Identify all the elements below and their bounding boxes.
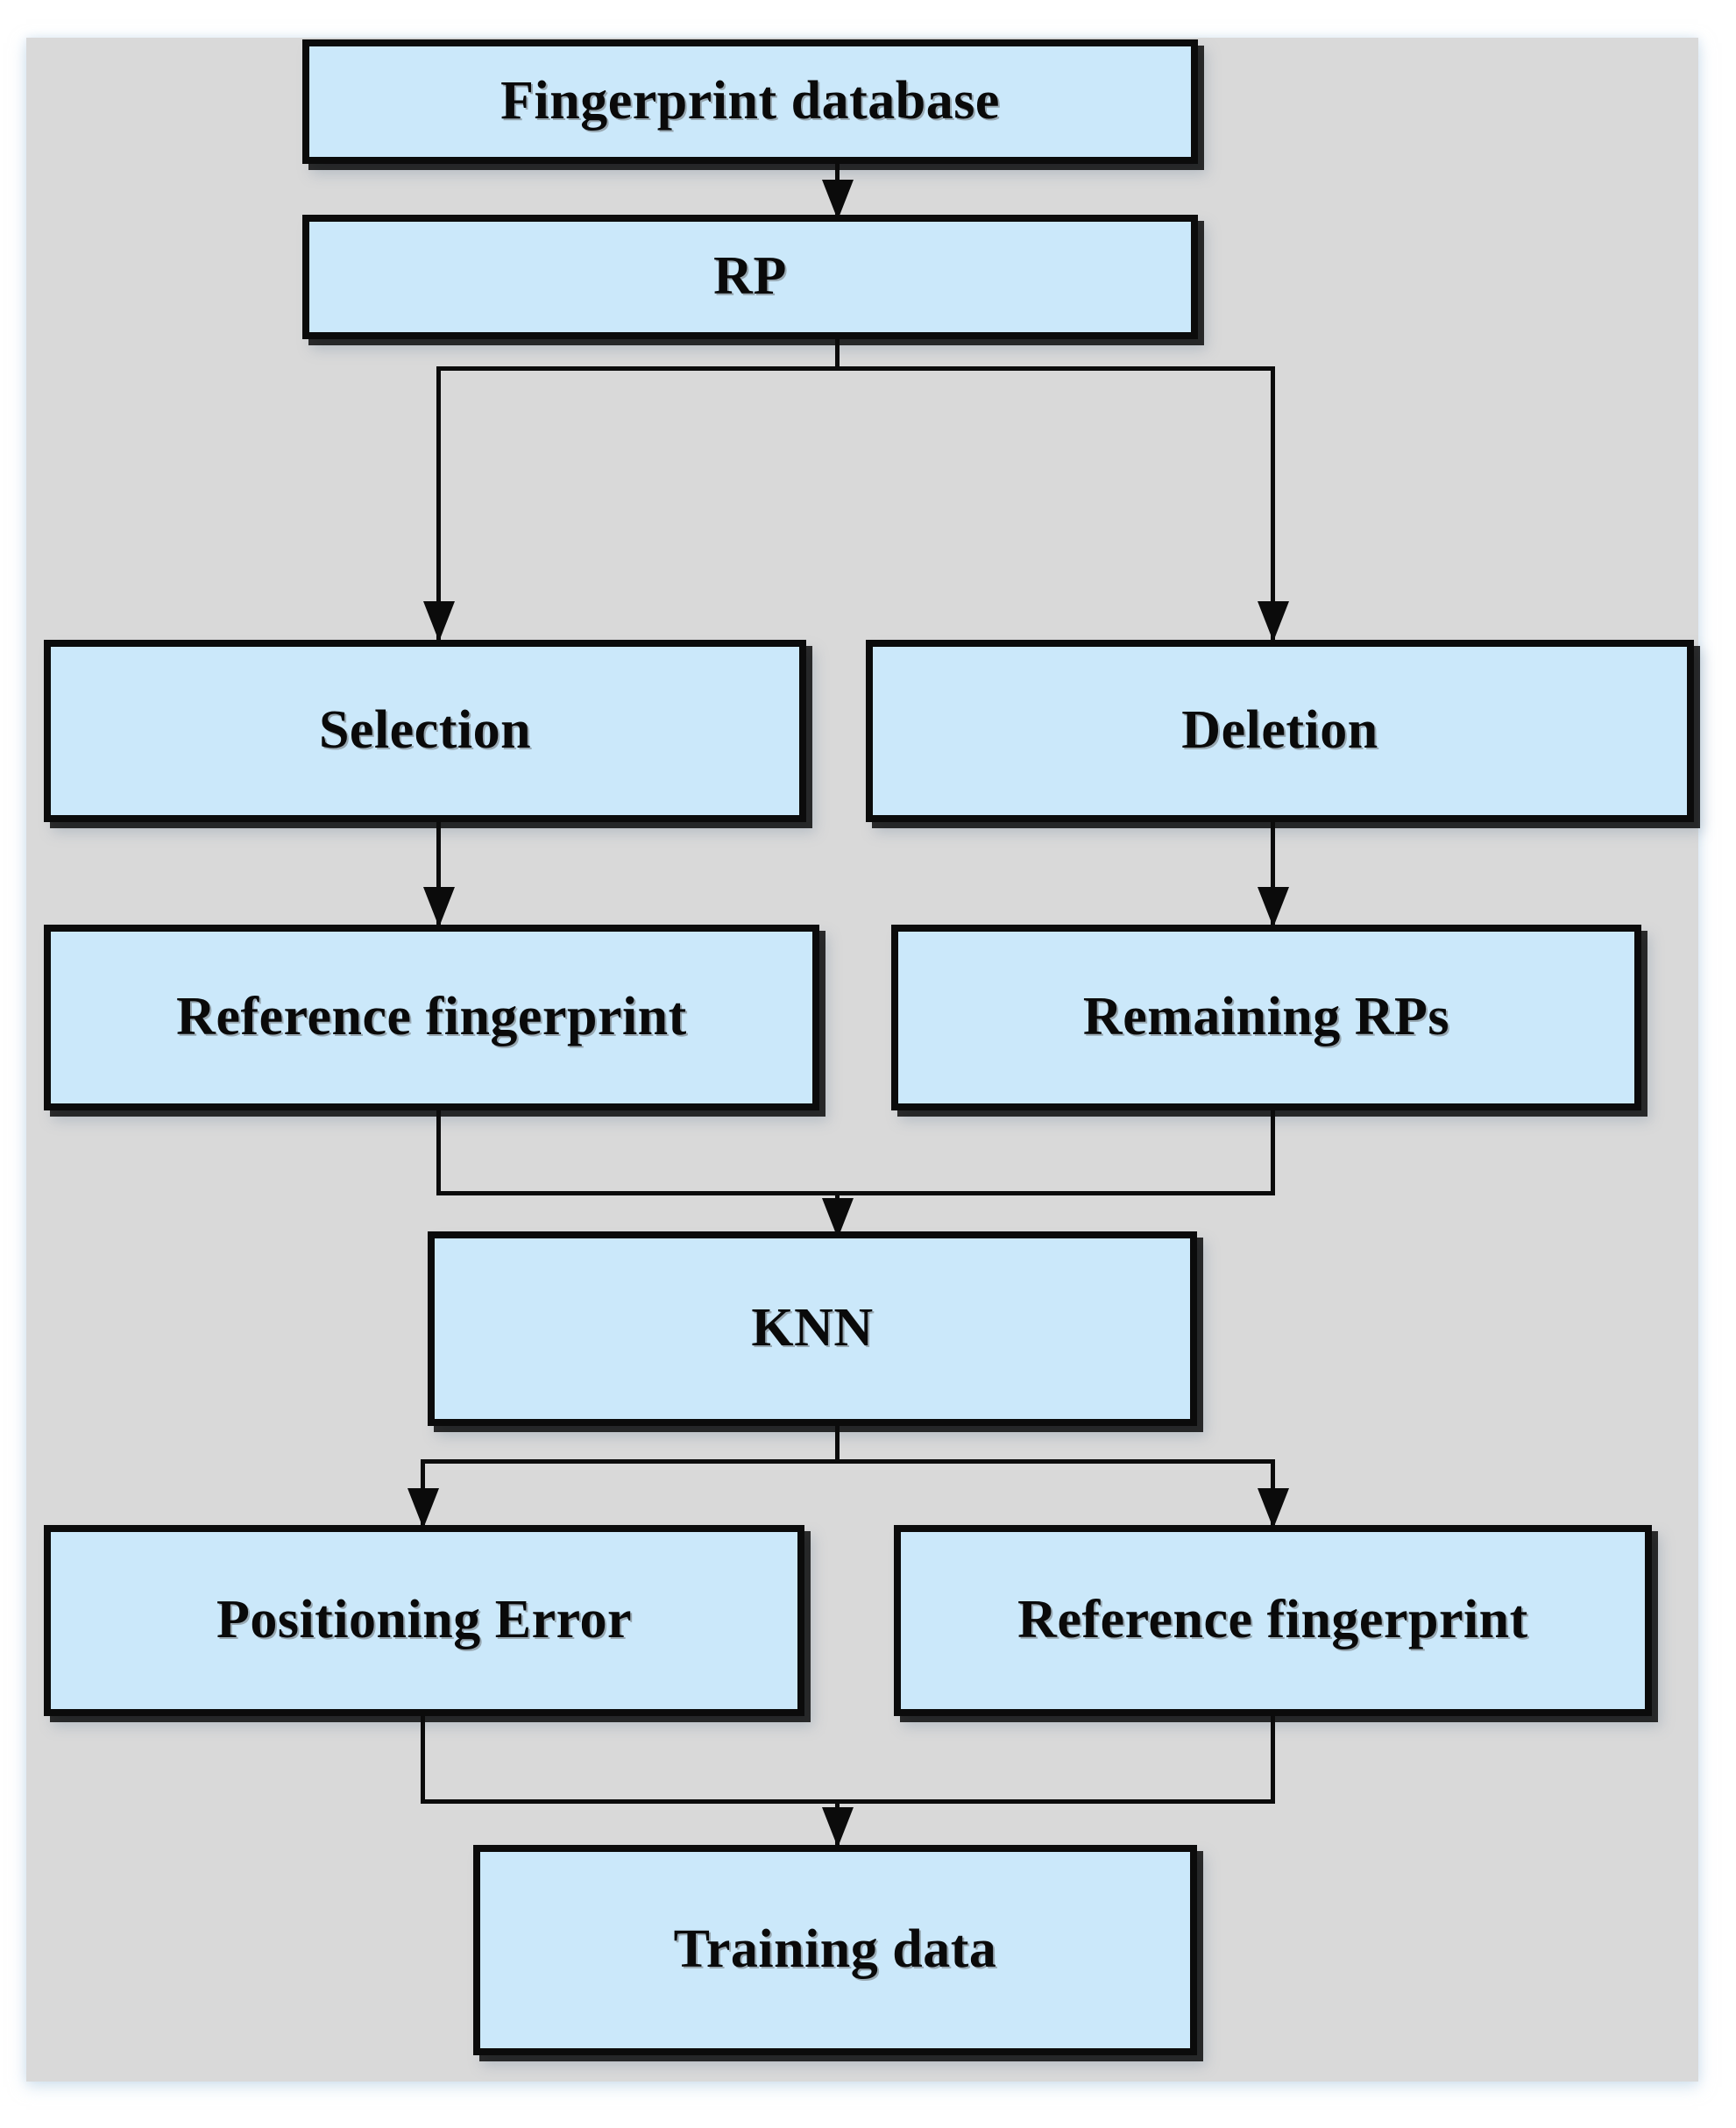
edge-rp-to-selection-arrow: [423, 601, 455, 642]
edge-deletion-to-remaining-rps-arrow: [1258, 887, 1289, 927]
edge-knn-to-positioning-error-arrow: [407, 1488, 439, 1529]
node-label: Positioning Error: [216, 1590, 633, 1650]
node-label: RP: [713, 246, 787, 307]
edge-selection-to-reference-fingerprint-arrow: [423, 887, 455, 927]
node-rp[interactable]: RP: [302, 215, 1198, 339]
node-remaining-rps[interactable]: Remaining RPs: [891, 925, 1641, 1110]
edge-rp-split-bus: [436, 366, 1273, 371]
edge-knn-merge-bus: [436, 1191, 1275, 1195]
edge-selection-to-reference-fingerprint-line: [436, 822, 441, 926]
edge-knn-merge-arrow: [822, 1198, 854, 1238]
node-label: Selection: [318, 700, 532, 761]
edge-fingerprint-database-to-rp-arrow: [822, 180, 854, 220]
node-positioning-error[interactable]: Positioning Error: [44, 1525, 804, 1716]
edge-remaining-rps-to-knn-line: [1271, 1110, 1275, 1195]
edge-knn-split-stem: [835, 1426, 840, 1463]
node-fingerprint-database[interactable]: Fingerprint database: [302, 39, 1198, 164]
node-reference-fingerprint-2[interactable]: Reference fingerprint: [894, 1525, 1652, 1716]
node-label: Deletion: [1181, 700, 1378, 761]
edge-rp-to-deletion-arrow: [1258, 601, 1289, 642]
node-selection[interactable]: Selection: [44, 640, 806, 822]
edge-knn-to-reference-fingerprint-arrow: [1258, 1488, 1289, 1529]
node-label: Reference fingerprint: [176, 987, 687, 1047]
node-training-data[interactable]: Training data: [473, 1845, 1197, 2055]
node-label: KNN: [751, 1298, 874, 1358]
edge-rp-split-stem: [835, 339, 840, 370]
node-label: Reference fingerprint: [1017, 1590, 1528, 1650]
edge-knn-split-bus: [421, 1459, 1275, 1464]
edge-training-data-merge-bus: [421, 1799, 1275, 1804]
edge-training-data-merge-arrow: [822, 1807, 854, 1848]
node-label: Fingerprint database: [500, 71, 1000, 131]
edge-rp-to-selection-line: [436, 366, 441, 640]
node-reference-fingerprint-1[interactable]: Reference fingerprint: [44, 925, 819, 1110]
edge-reference-fingerprint-to-knn-line: [436, 1110, 441, 1195]
node-knn[interactable]: KNN: [428, 1231, 1197, 1426]
edge-rp-to-deletion-line: [1271, 366, 1275, 640]
node-deletion[interactable]: Deletion: [866, 640, 1694, 822]
node-label: Remaining RPs: [1082, 987, 1450, 1047]
edge-reference-fingerprint-to-training-data-line: [1271, 1716, 1275, 1804]
edge-deletion-to-remaining-rps-line: [1271, 822, 1275, 926]
edge-positioning-error-to-training-data-line: [421, 1716, 425, 1804]
node-label: Training data: [673, 1919, 997, 1980]
